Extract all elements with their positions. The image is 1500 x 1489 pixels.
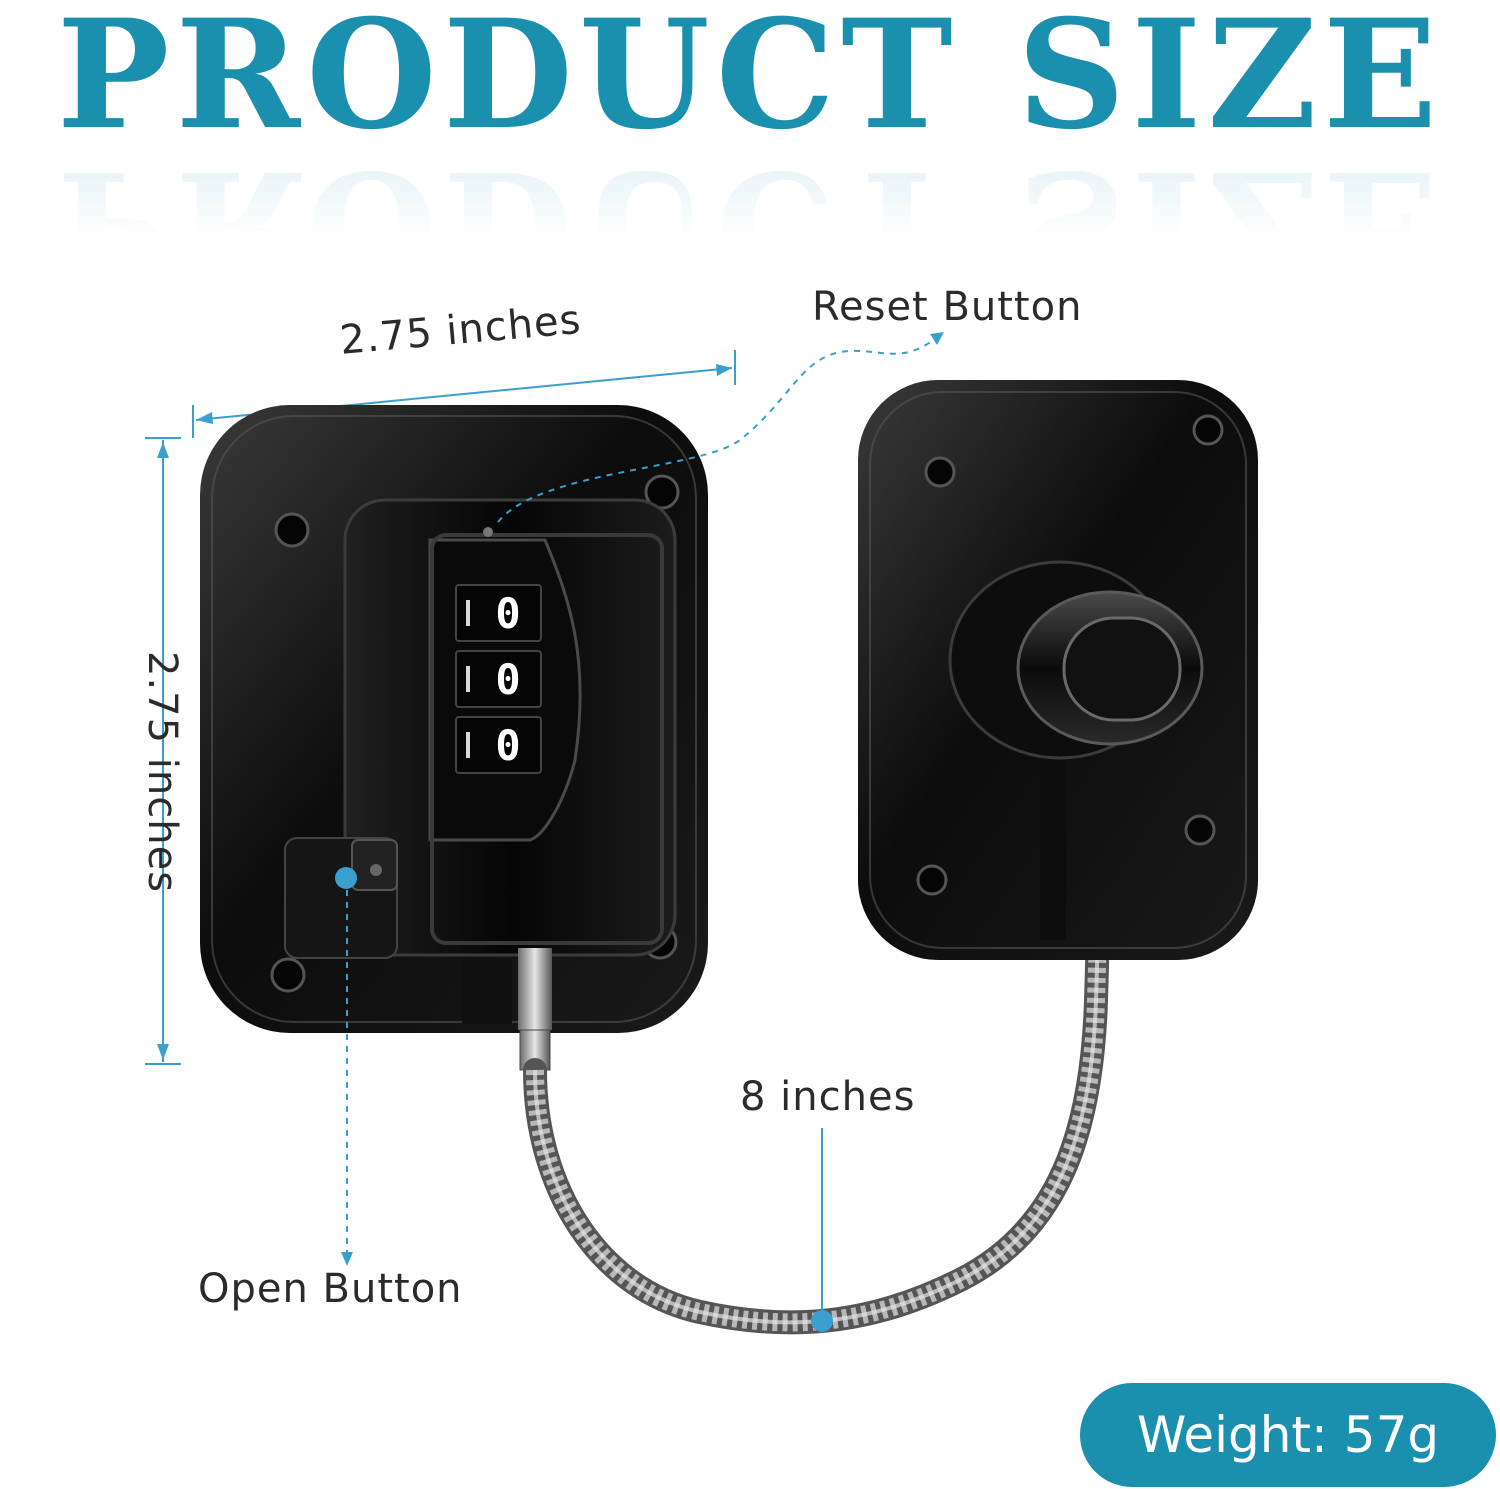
height-dimension-label: 2.75 inches: [139, 651, 185, 894]
dial-digit-2[interactable]: 0: [495, 655, 520, 704]
dial-digit-3[interactable]: 0: [495, 721, 520, 770]
page-title: PRODUCT SIZE: [56, 0, 1444, 163]
combination-dials: 0 0 0: [455, 584, 542, 774]
height-dimension-line: [145, 437, 181, 1065]
cable-length-callout: [811, 1128, 833, 1332]
reset-button-callout: [497, 332, 944, 523]
reset-button-label: Reset Button: [812, 284, 1083, 330]
cable-length-label: 8 inches: [740, 1074, 916, 1120]
dial-digit-1[interactable]: 0: [495, 589, 520, 638]
cable-anchor-knob: [948, 560, 1204, 760]
open-button-callout: [335, 867, 357, 1266]
open-button-latch[interactable]: [284, 837, 398, 959]
weight-badge: Weight: 57g: [1080, 1383, 1496, 1487]
open-button-label: Open Button: [198, 1266, 463, 1312]
cable-connector-rod: [462, 948, 552, 1071]
